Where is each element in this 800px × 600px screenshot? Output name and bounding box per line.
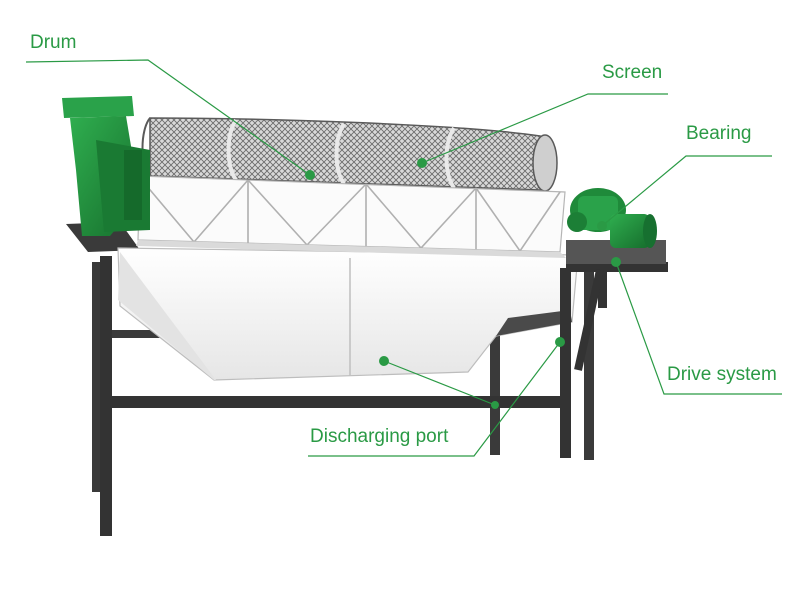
drum-marker xyxy=(305,170,315,180)
drum-leader xyxy=(25,59,311,176)
bearing-label: Bearing xyxy=(686,123,752,144)
callouts xyxy=(25,59,782,457)
support-frame-front xyxy=(100,256,668,536)
drum-housing xyxy=(136,175,566,258)
drive-system-label: Drive system xyxy=(667,364,777,385)
drive-system-marker xyxy=(611,257,621,267)
discharging-port-marker-1 xyxy=(555,337,565,347)
bearing-leader xyxy=(601,155,772,227)
drum-label: Drum xyxy=(30,32,77,53)
discharging-port-leader-2 xyxy=(383,360,496,406)
discharging-port-marker-2 xyxy=(379,356,389,366)
discharge-hopper xyxy=(117,247,579,381)
discharging-port-leader-1 xyxy=(308,341,561,457)
discharging-port-label: Discharging port xyxy=(310,426,449,447)
drive-system-leader xyxy=(615,261,782,395)
screen-label: Screen xyxy=(602,62,663,83)
feed-inlet xyxy=(62,96,150,236)
screen-marker xyxy=(417,158,427,168)
drum-rings xyxy=(226,118,456,190)
screen-leader xyxy=(421,93,668,164)
callout-dots xyxy=(305,158,621,409)
bearing-marker xyxy=(597,221,607,231)
drive-system xyxy=(566,188,666,264)
discharging-port-marker-3 xyxy=(491,401,499,409)
